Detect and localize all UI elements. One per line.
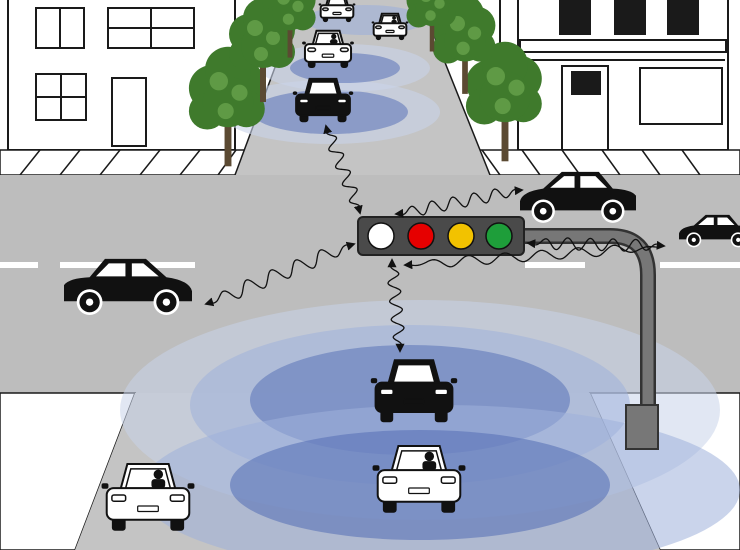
traffic-light-to-street-car [323,124,363,215]
street-car-4 [292,77,354,123]
tree-right-3 [406,0,456,52]
traffic-light-to-left-car [204,241,356,307]
tree-right-2 [432,0,496,94]
side-vehicles [64,171,740,316]
road-right-car [520,171,636,223]
traffic-light-yellow-lamp [447,222,475,250]
trees [188,0,542,167]
road-left-car [64,258,192,316]
traffic-light-green-lamp [485,222,513,250]
traffic-light-white-lamp [367,222,395,250]
corner-car-white [101,463,195,531]
street-car-2 [371,12,409,41]
traffic-light [357,216,525,256]
front-vehicles [101,359,466,531]
lane-marking [0,262,740,268]
traffic-light-red-lamp [407,222,435,250]
sidewalk-front-left [0,392,137,550]
traffic-light-to-far-right-car [526,237,666,252]
signal-links [204,124,666,353]
sidewalk-stripes-left [19,149,237,176]
street-car-3 [302,29,354,68]
sidewalk-stripes-right [481,149,701,176]
traffic-light-to-right-car [394,186,524,218]
tree-left-3 [262,0,316,58]
street-vehicles [292,0,409,123]
tree-left-1 [188,46,265,167]
traffic-light-return-link [403,244,661,270]
traffic-light-to-front-car [387,258,405,353]
street-car-1 [318,0,356,23]
road-right-edge-car [679,214,740,248]
tree-right-1 [465,41,542,162]
building-right [499,0,729,151]
front-car-white [372,445,466,513]
front-car-black [370,359,458,423]
